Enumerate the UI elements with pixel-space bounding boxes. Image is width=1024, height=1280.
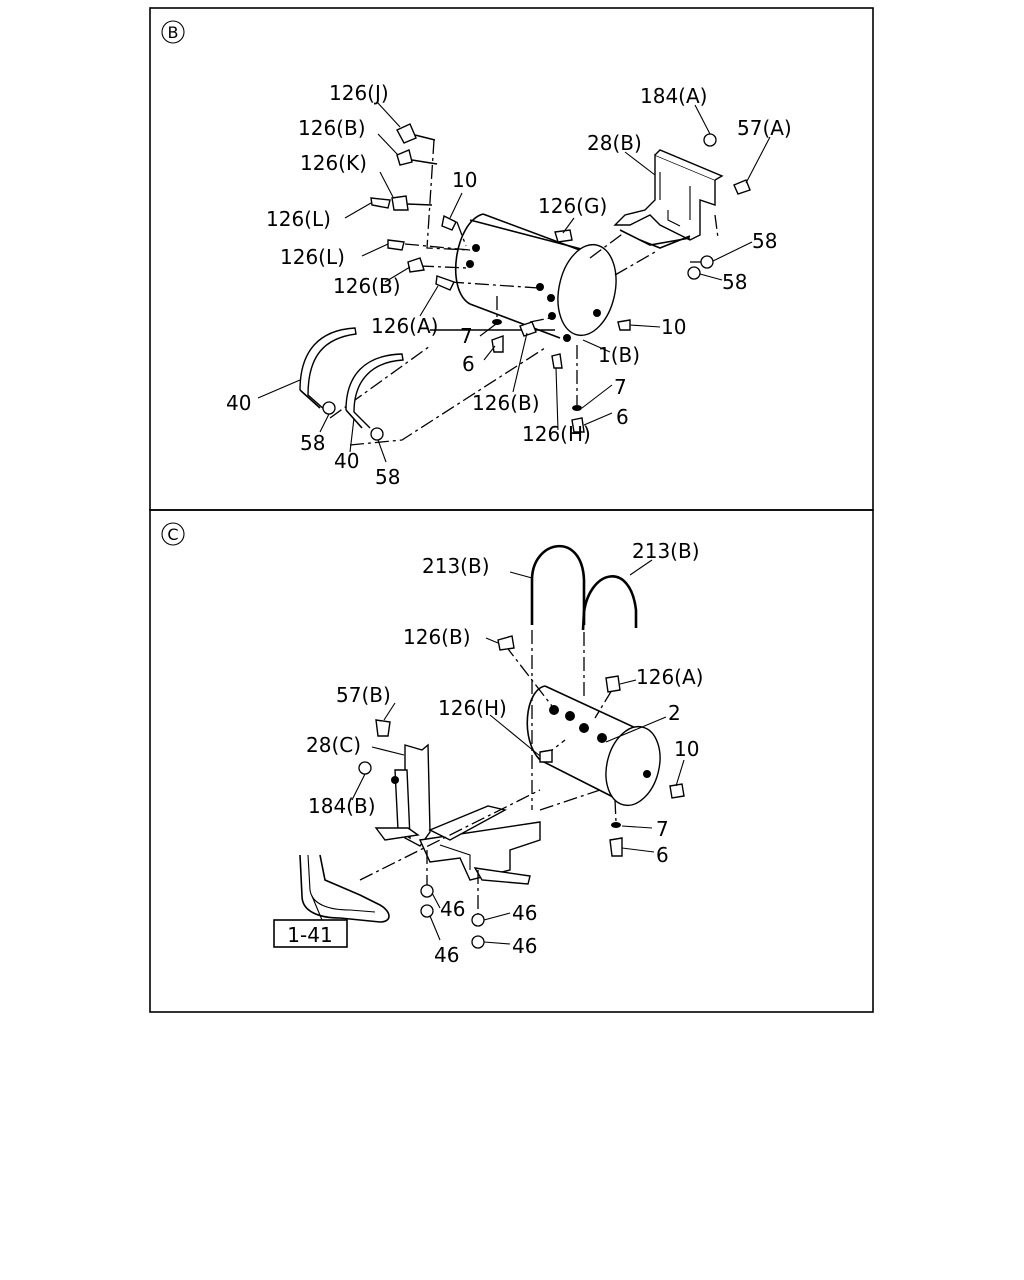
label-126l: 126(L) [266, 207, 331, 231]
label-58: 58 [722, 270, 747, 294]
label-10: 10 [452, 168, 477, 192]
label-46: 46 [512, 934, 537, 958]
label-126a: 126(A) [636, 665, 703, 689]
panel-c-leaders [311, 559, 685, 945]
label-57a: 57(A) [737, 116, 792, 140]
panel-b-leaders [257, 101, 771, 463]
label-126b: 126(B) [403, 625, 471, 649]
panel-b-frame [149, 7, 874, 511]
label-6: 6 [616, 405, 629, 429]
label-58: 58 [752, 229, 777, 253]
label-46: 46 [512, 901, 537, 925]
label-184b: 184(B) [308, 794, 376, 818]
u-bolt-213b-left [530, 544, 586, 625]
label-184a: 184(A) [640, 84, 707, 108]
panel-c-marker: C [161, 522, 185, 546]
panel-c-labels: 213(B) 213(B) 126(B) 126(A) 57(B) 126(H)… [306, 539, 703, 967]
panel-c-frame [149, 509, 874, 1013]
panel-b-labels: 126(J) 126(B) 126(K) 10 126(L) 126(L) 12… [226, 81, 792, 489]
label-2: 2 [668, 701, 681, 725]
label-7: 7 [614, 375, 627, 399]
label-7: 7 [656, 817, 669, 841]
strap-1-41 [299, 854, 390, 923]
panel-c-marker-text: C [167, 525, 178, 544]
panel-c: C [149, 509, 874, 1013]
label-7: 7 [460, 324, 473, 348]
label-57b: 57(B) [336, 683, 391, 707]
label-6: 6 [656, 843, 669, 867]
strap-40-left [299, 327, 357, 411]
label-46: 46 [440, 897, 465, 921]
label-126j: 126(J) [329, 81, 389, 105]
label-10: 10 [661, 315, 686, 339]
label-126g: 126(G) [538, 194, 607, 218]
label-213b: 213(B) [632, 539, 700, 563]
bracket-28c [374, 743, 541, 885]
label-46: 46 [434, 943, 459, 967]
label-58: 58 [300, 431, 325, 455]
label-28b: 28(B) [587, 131, 642, 155]
label-1-41: 1-41 [287, 923, 332, 947]
fittings-panel-c [358, 635, 685, 949]
label-40: 40 [334, 449, 359, 473]
label-126a: 126(A) [371, 314, 438, 338]
panel-b-marker: B [161, 20, 185, 44]
bracket-28b [613, 149, 724, 249]
panel-b: B [149, 7, 874, 511]
label-126l: 126(L) [280, 245, 345, 269]
label-10: 10 [674, 737, 699, 761]
air-tank-1b [430, 213, 617, 342]
label-213b: 213(B) [422, 554, 490, 578]
label-126b: 126(B) [472, 391, 540, 415]
label-28c: 28(C) [306, 733, 361, 757]
ref-box-1-41: 1-41 [273, 919, 348, 948]
label-6: 6 [462, 352, 475, 376]
label-58: 58 [375, 465, 400, 489]
label-1b: 1(B) [598, 343, 640, 367]
label-126k: 126(K) [300, 151, 367, 175]
air-tank-2 [526, 685, 661, 807]
label-126b: 126(B) [298, 116, 366, 140]
panel-b-marker-text: B [168, 23, 179, 42]
label-40: 40 [226, 391, 251, 415]
label-126b: 126(B) [333, 274, 401, 298]
label-126h: 126(H) [522, 422, 591, 446]
label-126h: 126(H) [438, 696, 507, 720]
u-bolt-213b-right [581, 575, 638, 631]
strap-40-right [345, 353, 404, 429]
